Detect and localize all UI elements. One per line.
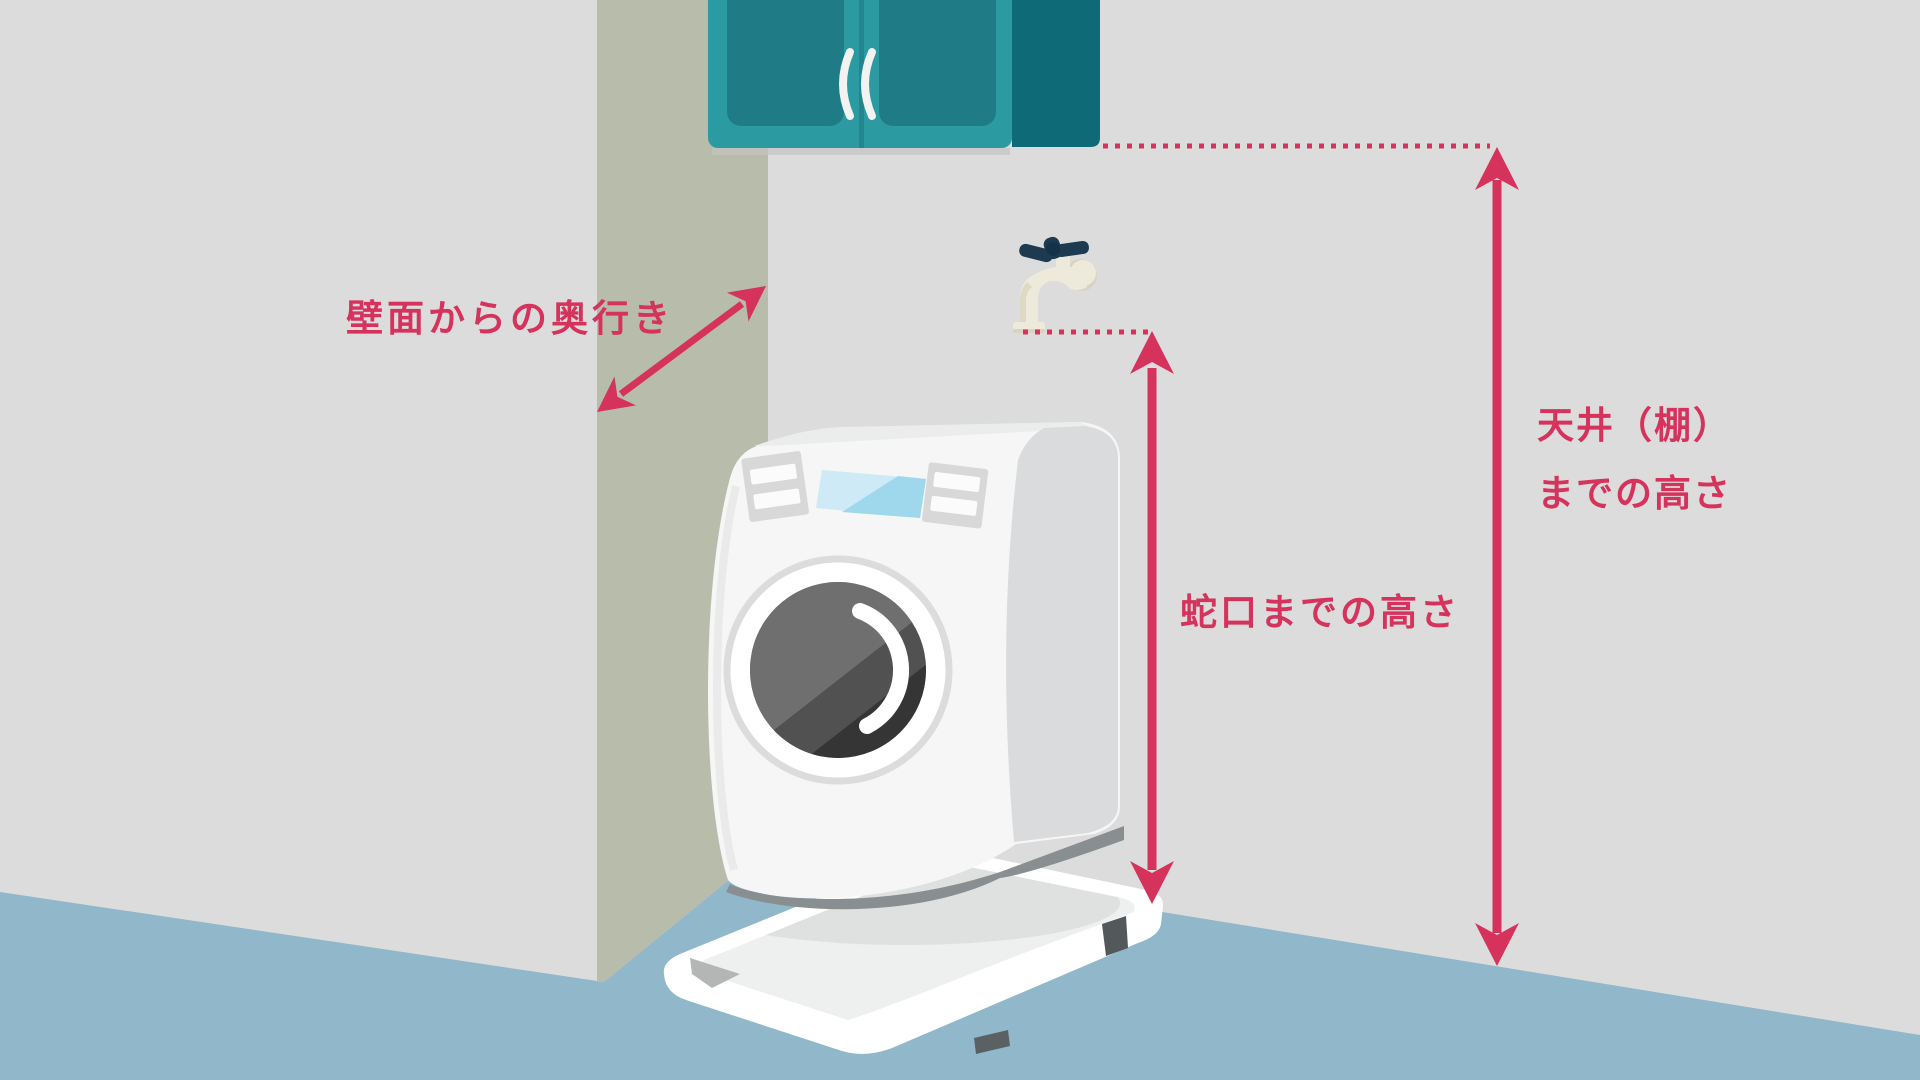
cabinet-right-handle (861, 48, 876, 120)
ceiling-height-arrow (1475, 147, 1519, 966)
machine-foot-right (1102, 916, 1128, 956)
faucet-body-shade (1020, 282, 1032, 330)
faucet-body (1020, 256, 1087, 330)
cabinet-shadow (712, 148, 1010, 155)
drum-handle-arc (852, 603, 909, 734)
machine-foot-front (974, 1030, 1010, 1054)
machine-side-panel (1006, 426, 1118, 842)
wall-depth-arrow (586, 271, 777, 427)
cabinet-right-door-panel (879, 0, 996, 126)
pan-corner-shadow (690, 958, 740, 988)
machine-display-screen (816, 470, 926, 518)
drum-shading (750, 582, 926, 758)
faucet-height-arrow (1130, 331, 1174, 904)
faucet-spout-lip (1013, 329, 1045, 333)
label-height-to-ceiling-line1: 天井（棚） (1537, 404, 1732, 447)
cabinet-door-seam (859, 0, 864, 148)
label-height-to-ceiling-line2: までの高さ (1537, 472, 1732, 515)
label-height-to-faucet: 蛇口までの高さ (1180, 591, 1460, 634)
wall-cabinet-icon (708, 0, 1100, 155)
drum-washing-machine-icon (708, 422, 1128, 1054)
faucet-handle (1019, 236, 1089, 263)
label-height-to-ceiling: 天井（棚） までの高さ (1537, 392, 1732, 528)
machine-right-buttons (922, 462, 989, 529)
faucet-icon (1013, 236, 1097, 333)
machine-drum-door (723, 555, 953, 785)
measurement-annotations (586, 143, 1519, 966)
machine-left-edge-shade (713, 485, 740, 872)
machine-top-face (754, 422, 1094, 446)
label-depth-from-wall: 壁面からの奥行き (346, 297, 674, 340)
cabinet-left-handle (839, 48, 854, 120)
machine-base (726, 826, 1124, 910)
cabinet-side-panel (1012, 0, 1100, 147)
cabinet-left-door-panel (727, 0, 844, 126)
machine-left-buttons (741, 451, 809, 522)
